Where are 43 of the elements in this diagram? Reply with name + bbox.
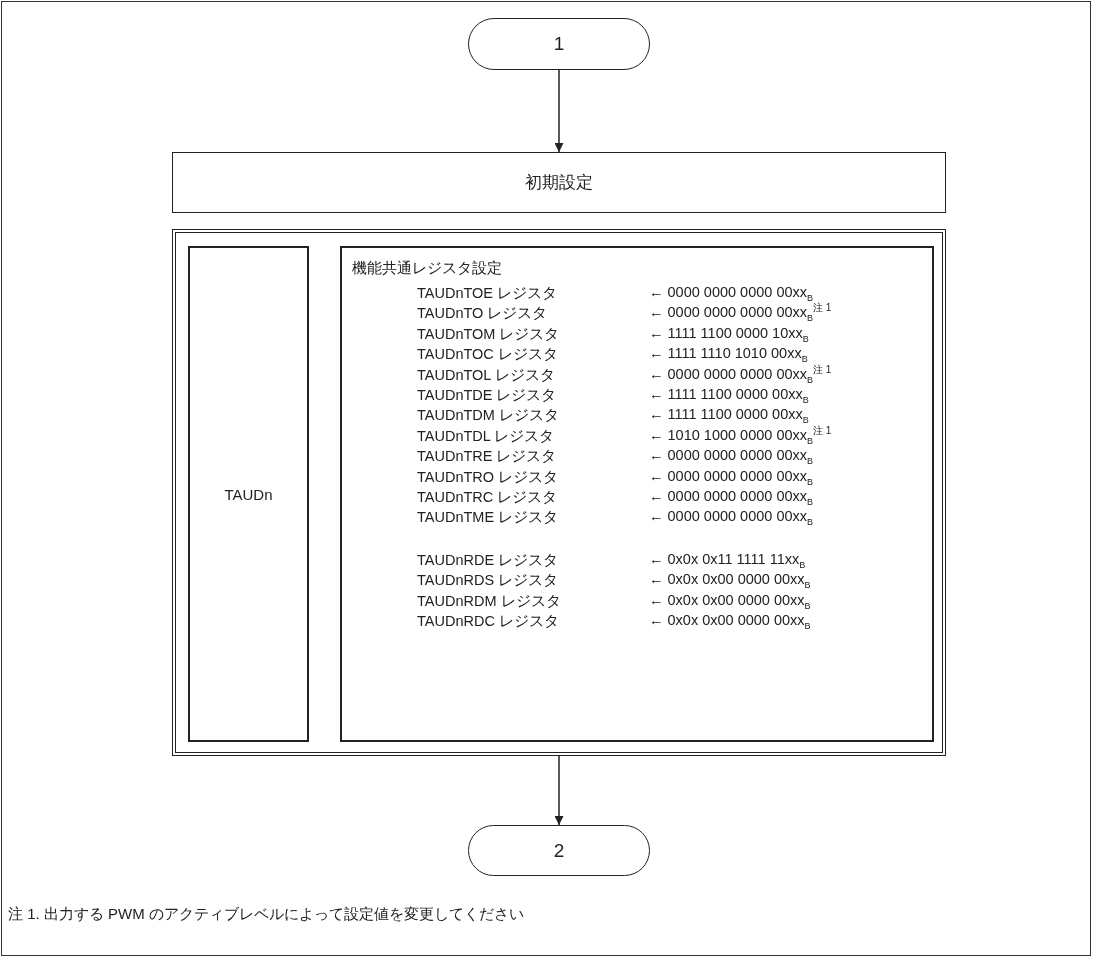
register-name: TAUDnRDS レジスタ [417,571,559,591]
register-name: TAUDnTOL レジスタ [417,365,555,385]
register-value: ← 1111 1100 0000 00xx$_{B}$ [649,386,809,402]
register-settings-box [340,246,934,742]
register-value: ← 1111 1100 0000 00xx$_{B}$ [649,406,809,423]
register-value: ← 0000 0000 0000 00xx$_{B}$ [649,488,814,504]
register-value: ← 0000 0000 0000 00xx$_{B}$ [649,467,814,484]
terminal-shape [468,825,650,876]
register-value: ← 0x0x 0x11 1111 11xx$_{B}$ [649,550,806,567]
process-box [172,152,946,213]
register-name: TAUDnTRO レジスタ [417,467,559,487]
register-name: TAUDnTO レジスタ [417,304,548,324]
register-name: TAUDnTDM レジスタ [417,406,559,426]
box-label: TAUDn [224,485,273,503]
register-name: TAUDnTDL レジスタ [417,426,555,446]
connector-number: 1 [553,33,565,55]
register-name: TAUDnRDC レジスタ [417,612,559,631]
register-name: TAUDnTRC レジスタ [417,488,558,507]
register-value: ← 0x0x 0x00 0000 00xx$_{B}$ [649,571,811,588]
register-value: ← 0000 0000 0000 00xx$_{B}$ [649,447,814,464]
register-name: TAUDnTRE レジスタ [417,447,557,467]
register-name: TAUDnTDE レジスタ [417,386,557,405]
connector-number: 2 [553,839,565,862]
register-name: TAUDnTOE レジスタ [417,284,558,303]
register-value: ← 0x0x 0x00 0000 00xx$_{B}$ [649,612,811,628]
arrow [554,69,564,153]
register-value: ← 1111 1100 0000 10xx$_{B}$ [649,324,809,341]
register-name: TAUDnTOM レジスタ [417,324,560,344]
register-name: TAUDnTME レジスタ [417,508,559,528]
register-value: ← 1111 1110 1010 00xx$_{B}$ [649,345,808,362]
section-heading: 機能共通レジスタ設定 [352,259,502,278]
register-name: TAUDnRDM レジスタ [417,591,561,611]
register-value: ← 0000 0000 0000 00xx$_{B}$ [649,284,814,300]
terminal-shape [468,18,650,70]
register-value: ← 0x0x 0x00 0000 00xx$_{B}$ [649,591,811,608]
group-box [172,229,946,756]
register-value: ← 0000 0000 0000 00xx$_{B}$ [649,508,814,525]
register-name: TAUDnTOC レジスタ [417,345,558,365]
register-name: TAUDnRDE レジスタ [417,550,559,570]
module-box [188,246,309,742]
box-label: 初期設定 [525,172,593,194]
arrow [554,755,564,826]
footnote: 注 1. 出力する PWM のアクティブレベルによって設定値を変更してください [8,905,524,924]
